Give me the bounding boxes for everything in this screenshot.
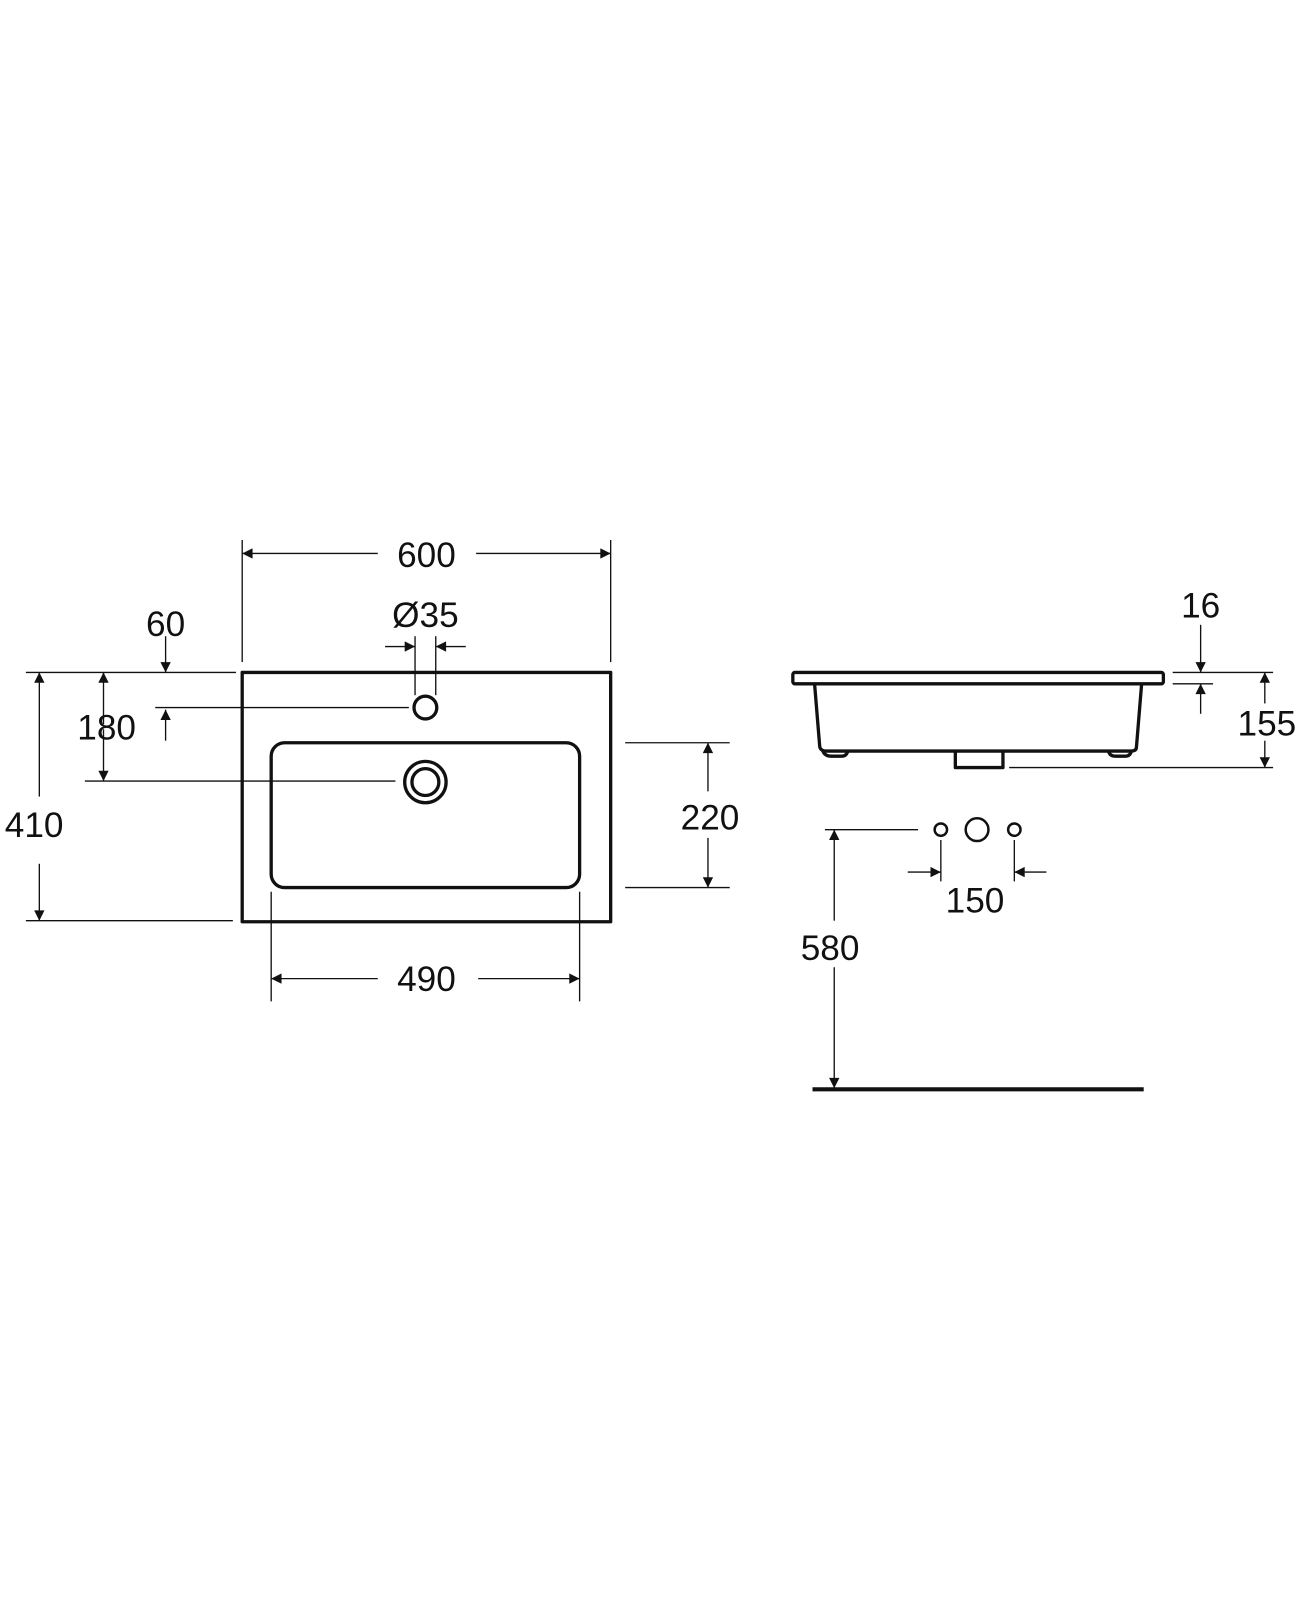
label-total-height: 155	[1238, 705, 1297, 744]
basin-body	[812, 683, 1144, 753]
dimension-600: 600	[241, 536, 612, 663]
label-overall-width: 600	[397, 536, 456, 575]
dimension-150: 150	[907, 840, 1047, 920]
basin-outline	[240, 670, 613, 924]
foot-left	[821, 750, 850, 758]
tap-hole	[412, 694, 439, 721]
dimension-60-180: 60 180	[25, 605, 409, 782]
drain-outer	[403, 759, 448, 805]
bowl-outline	[269, 741, 582, 890]
label-overall-depth: 410	[5, 806, 64, 845]
dimension-580: 580	[801, 829, 860, 1089]
label-rim-thickness: 16	[1181, 587, 1220, 626]
tap-hole-right	[1006, 822, 1022, 838]
plan-view: 600 Ø35 60 180 410	[5, 536, 740, 1002]
label-bowl-depth: 220	[681, 799, 740, 838]
tap-hole-left	[933, 822, 949, 838]
label-tap-height: 580	[801, 929, 860, 968]
foot-right	[1106, 750, 1133, 758]
dimension-410: 410	[5, 672, 233, 922]
dimension-tap-hole: Ø35	[385, 596, 466, 696]
dimension-16: 16	[1172, 587, 1274, 714]
label-bowl-width: 490	[397, 960, 456, 999]
tap-hole-center	[964, 817, 990, 843]
dimension-155: 155	[1009, 672, 1297, 769]
rim	[791, 670, 1166, 686]
label-tap-hole-diameter: Ø35	[392, 596, 459, 635]
side-view: 16 155 150 580	[791, 587, 1297, 1092]
label-tap-spacing: 150	[946, 881, 1005, 920]
tap-holes-elevation	[824, 817, 1022, 843]
drain-outlet	[953, 751, 1005, 770]
label-drain-offset: 180	[77, 709, 136, 748]
dimension-220: 220	[625, 742, 740, 889]
label-tap-offset: 60	[146, 605, 185, 644]
dimension-490: 490	[270, 891, 581, 1002]
drain-inner	[410, 766, 441, 798]
